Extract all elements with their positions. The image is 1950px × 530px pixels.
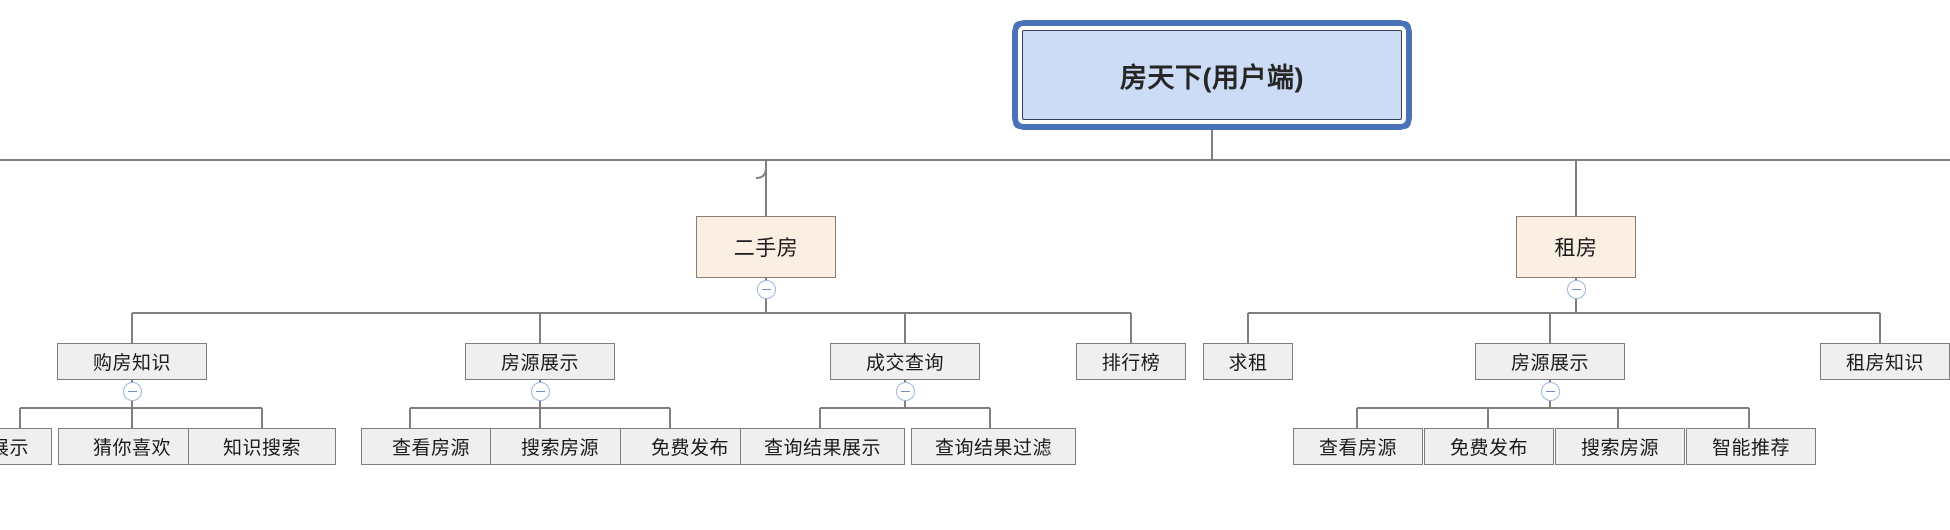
node-zufang[interactable]: 租房 — [1516, 216, 1636, 278]
collapse-goufangzhishi[interactable] — [123, 382, 142, 401]
node-paihangbang[interactable]: 排行榜 — [1076, 343, 1186, 380]
leaf-sousuofangyuan-right[interactable]: 搜索房源 — [1555, 428, 1685, 465]
leaf-mianfeifabu-left[interactable]: 免费发布 — [620, 428, 760, 465]
collapse-zufang[interactable] — [1567, 280, 1586, 299]
collapse-fangyuanzhanshi-left[interactable] — [531, 382, 550, 401]
node-ershoufang[interactable]: 二手房 — [696, 216, 836, 278]
leaf-chakanfangyuan-left[interactable]: 查看房源 — [361, 428, 501, 465]
leaf-zhinengtuijian[interactable]: 智能推荐 — [1686, 428, 1816, 465]
collapse-chengjiaochaxun[interactable] — [896, 382, 915, 401]
node-qiuzu[interactable]: 求租 — [1203, 343, 1293, 380]
collapse-fangyuanzhanshi-right[interactable] — [1541, 382, 1560, 401]
node-chengjiao-chaxun[interactable]: 成交查询 — [830, 343, 980, 380]
leaf-chaxunjieguozhanshi[interactable]: 查询结果展示 — [740, 428, 905, 465]
node-fangyuan-zhanshi-right[interactable]: 房源展示 — [1475, 343, 1625, 380]
collapse-ershoufang[interactable] — [757, 280, 776, 299]
leaf-chaxunjieguoguolv[interactable]: 查询结果过滤 — [911, 428, 1076, 465]
leaf-sousuofangyuan-left[interactable]: 搜索房源 — [490, 428, 630, 465]
leaf-chakanfangyuan-right[interactable]: 查看房源 — [1293, 428, 1423, 465]
leaf-zhishisousuo[interactable]: 知识搜索 — [188, 428, 336, 465]
leaf-mianfeifabu-right[interactable]: 免费发布 — [1424, 428, 1554, 465]
leaf-zhanshi-clipped[interactable]: 展示 — [0, 428, 52, 465]
node-root[interactable]: 房天下(用户端) — [1022, 30, 1402, 120]
node-fangyuan-zhanshi-left[interactable]: 房源展示 — [465, 343, 615, 380]
leaf-cainixihuan[interactable]: 猜你喜欢 — [58, 428, 206, 465]
node-zufang-zhishi[interactable]: 租房知识 — [1820, 343, 1950, 380]
node-goufang-zhishi[interactable]: 购房知识 — [57, 343, 207, 380]
